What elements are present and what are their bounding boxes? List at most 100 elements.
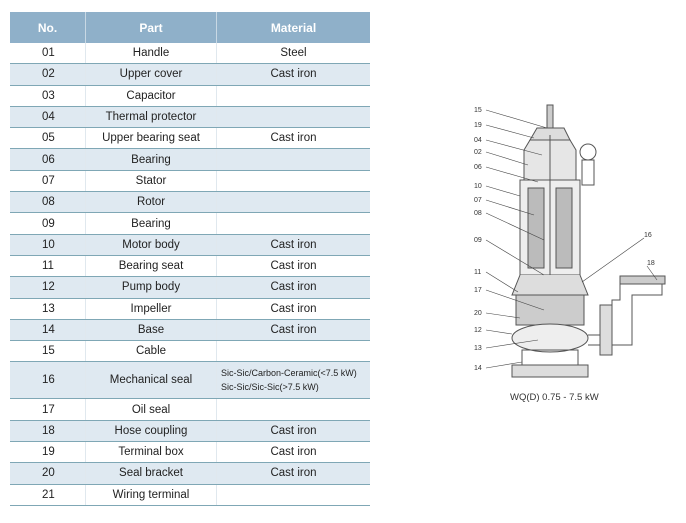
cell-material: Cast iron	[216, 276, 370, 299]
cell-part: Wiring terminal	[85, 484, 217, 506]
material-line: Sic-Sic/Sic-Sic(>7.5 kW)	[221, 382, 319, 393]
cell-no: 02	[10, 63, 86, 86]
cell-material	[216, 191, 370, 214]
cell-part: Impeller	[85, 298, 217, 320]
cell-material: Sic-Sic/Carbon-Ceramic(<7.5 kW) Sic-Sic/S…	[216, 361, 370, 400]
cell-material	[216, 484, 370, 506]
label-18: 18	[647, 260, 655, 267]
cell-no: 01	[10, 43, 86, 65]
part-number-label: 13	[474, 345, 482, 352]
cell-no: 16	[10, 361, 86, 400]
cell-part: Oil seal	[85, 398, 217, 421]
cell-part: Handle	[85, 43, 217, 65]
cell-no: 18	[10, 420, 86, 443]
cell-no: 11	[10, 255, 86, 278]
cell-part: Thermal protector	[85, 106, 217, 129]
header-no: No.	[10, 12, 86, 43]
cell-material: Cast iron	[216, 319, 370, 342]
cell-no: 12	[10, 276, 86, 299]
cell-material	[216, 148, 370, 171]
cell-no: 03	[10, 85, 86, 107]
part-number-label: 11	[474, 269, 481, 276]
cell-no: 14	[10, 319, 86, 342]
part-number-label: 04	[474, 137, 482, 144]
cell-material	[216, 170, 370, 193]
cell-no: 07	[10, 170, 86, 193]
cell-part: Stator	[85, 170, 217, 193]
cell-part: Capacitor	[85, 85, 217, 107]
cell-no: 09	[10, 212, 86, 235]
cell-part: Bearing seat	[85, 255, 217, 278]
cell-material	[216, 85, 370, 107]
diagram-caption: WQ(D) 0.75 - 7.5 kW	[510, 392, 599, 403]
cell-part: Upper bearing seat	[85, 127, 217, 150]
cell-material: Cast iron	[216, 298, 370, 320]
cell-no: 21	[10, 484, 86, 506]
cell-no: 13	[10, 298, 86, 320]
cell-part: Hose coupling	[85, 420, 217, 443]
cell-material: Cast iron	[216, 234, 370, 256]
cell-part: Bearing	[85, 212, 217, 235]
part-number-label: 06	[474, 164, 482, 171]
header-part: Part	[85, 12, 217, 43]
part-number-label: 08	[474, 210, 482, 217]
cell-no: 19	[10, 441, 86, 464]
cell-part: Cable	[85, 340, 217, 363]
cell-no: 05	[10, 127, 86, 150]
cell-material: Cast iron	[216, 462, 370, 485]
label-16: 16	[644, 232, 652, 239]
part-number-label: 10	[474, 183, 482, 190]
part-number-label: 07	[474, 197, 482, 204]
cell-part: Rotor	[85, 191, 217, 214]
cell-no: 20	[10, 462, 86, 485]
cell-no: 04	[10, 106, 86, 129]
cell-no: 15	[10, 340, 86, 363]
cell-part: Terminal box	[85, 441, 217, 464]
cell-material: Cast iron	[216, 127, 370, 150]
header-material: Material	[216, 12, 370, 43]
part-number-label: 15	[474, 107, 482, 114]
cell-no: 10	[10, 234, 86, 256]
part-number-label: 12	[474, 327, 482, 334]
cell-no: 06	[10, 148, 86, 171]
cell-no: 17	[10, 398, 86, 421]
cell-no: 08	[10, 191, 86, 214]
cell-part: Base	[85, 319, 217, 342]
part-number-label: 20	[474, 310, 482, 317]
material-line: Sic-Sic/Carbon-Ceramic(<7.5 kW)	[221, 368, 357, 379]
cell-material	[216, 340, 370, 363]
part-number-label: 17	[474, 287, 482, 294]
part-number-label: 09	[474, 237, 482, 244]
cell-material: Cast iron	[216, 63, 370, 86]
cell-part: Motor body	[85, 234, 217, 256]
cell-part: Pump body	[85, 276, 217, 299]
cell-part: Mechanical seal	[85, 361, 217, 400]
cell-part: Bearing	[85, 148, 217, 171]
cell-material	[216, 398, 370, 421]
cell-material: Cast iron	[216, 420, 370, 443]
cell-material	[216, 212, 370, 235]
